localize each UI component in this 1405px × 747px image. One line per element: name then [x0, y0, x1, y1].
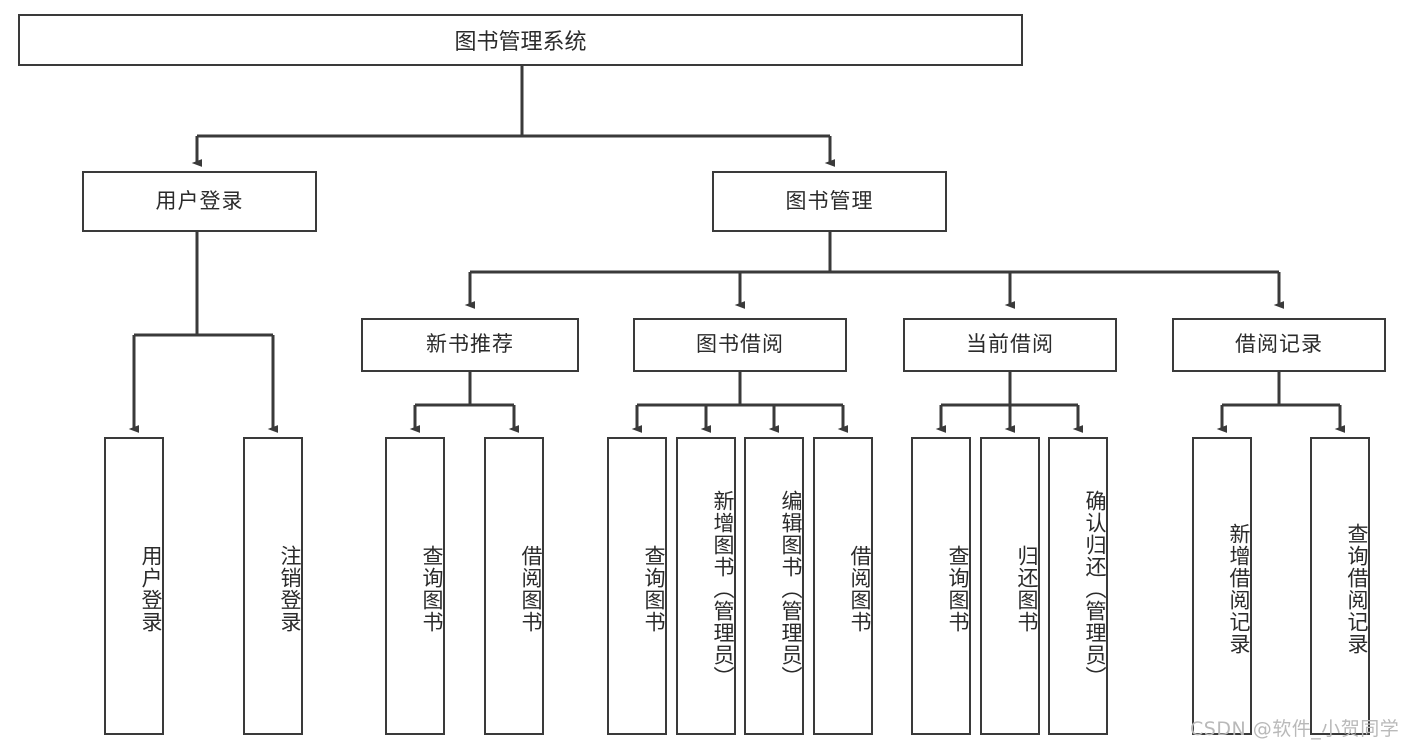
node-label: 新增借阅记录 — [1227, 523, 1251, 655]
node-label: 新增图书（管理员） — [711, 490, 735, 688]
node-book-management[interactable]: 图书管理 — [712, 171, 947, 232]
node-label: 查询借阅记录 — [1345, 523, 1369, 655]
node-label: 图书借阅 — [696, 332, 784, 357]
node-label: 借阅记录 — [1235, 332, 1323, 357]
node-new-book-recommendation[interactable]: 新书推荐 — [361, 318, 579, 372]
node-user-login[interactable]: 用户登录 — [82, 171, 317, 232]
node-label: 查询图书 — [642, 545, 666, 633]
node-label: 查询图书 — [946, 545, 970, 633]
node-book-borrowing[interactable]: 图书借阅 — [633, 318, 847, 372]
node-label: 新书推荐 — [426, 332, 514, 357]
leaf-current-return-book[interactable]: 归还图书 — [980, 437, 1040, 735]
node-label: 当前借阅 — [966, 332, 1054, 357]
node-label: 归还图书 — [1015, 545, 1039, 633]
leaf-user-login-signout[interactable]: 注销登录 — [243, 437, 303, 735]
leaf-borrow-borrow-book[interactable]: 借阅图书 — [813, 437, 873, 735]
node-label: 图书管理 — [785, 188, 874, 213]
node-label: 借阅图书 — [848, 545, 872, 633]
leaf-user-login-signin[interactable]: 用户登录 — [104, 437, 164, 735]
node-root-book-management-system[interactable]: 图书管理系统 — [18, 14, 1023, 66]
node-label: 注销登录 — [278, 545, 302, 633]
leaf-current-query-book[interactable]: 查询图书 — [911, 437, 971, 735]
node-borrowing-records[interactable]: 借阅记录 — [1172, 318, 1386, 372]
node-current-borrowing[interactable]: 当前借阅 — [903, 318, 1117, 372]
leaf-new-book-query[interactable]: 查询图书 — [385, 437, 445, 735]
leaf-record-add-record[interactable]: 新增借阅记录 — [1192, 437, 1252, 735]
node-label: 借阅图书 — [519, 545, 543, 633]
node-label: 用户登录 — [139, 545, 163, 633]
leaf-record-query-record[interactable]: 查询借阅记录 — [1310, 437, 1370, 735]
node-label: 图书管理系统 — [454, 30, 587, 55]
node-label: 编辑图书（管理员） — [779, 490, 803, 688]
leaf-borrow-add-book-admin[interactable]: 新增图书（管理员） — [676, 437, 736, 735]
csdn-watermark: CSDN @软件_小贺同学 — [1190, 718, 1400, 740]
leaf-borrow-edit-book-admin[interactable]: 编辑图书（管理员） — [744, 437, 804, 735]
leaf-borrow-query-book[interactable]: 查询图书 — [607, 437, 667, 735]
node-label: 用户登录 — [155, 188, 244, 213]
leaf-new-book-borrow[interactable]: 借阅图书 — [484, 437, 544, 735]
leaf-current-confirm-return-admin[interactable]: 确认归还（管理员） — [1048, 437, 1108, 735]
node-label: 查询图书 — [420, 545, 444, 633]
node-label: 确认归还（管理员） — [1083, 490, 1107, 688]
